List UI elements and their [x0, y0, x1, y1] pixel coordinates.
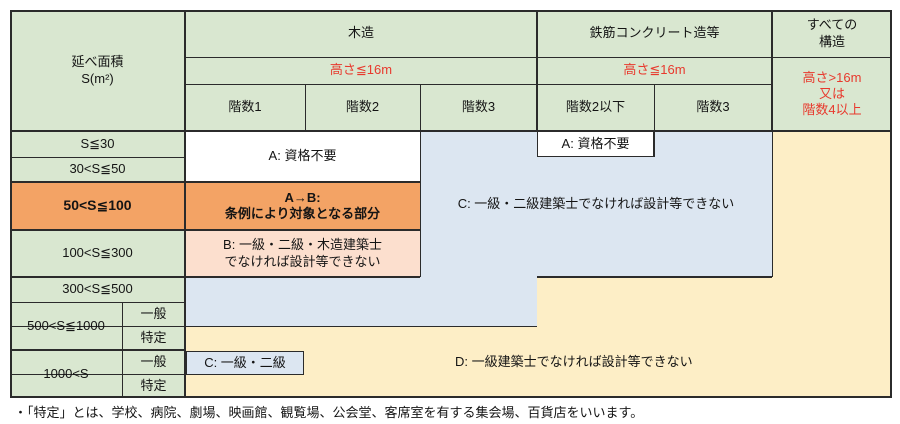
row-label-300-500: 300<S≦500 [62, 281, 133, 297]
vline-floors1-2 [305, 84, 306, 131]
height-limit-wood: 高さ≦16m [329, 62, 393, 78]
row-50-100-highlight [10, 182, 185, 230]
cell-ab-line2: 条例により対象となる部分 [224, 206, 381, 221]
row-label-50-100: 50<S≦100 [63, 197, 132, 214]
cell-a-wood-background [185, 131, 420, 182]
cell-a-rc: A: 資格不要 [561, 135, 630, 151]
vline-floors2-3 [420, 84, 421, 277]
hline-row5 [10, 302, 185, 303]
cell-b: B: 一級・二級・木造建築士 でなければ設計等できない [185, 230, 420, 277]
cell-c-small: C: 一級・二級 [204, 354, 286, 370]
row-label-1000-general: 一般 [140, 353, 167, 369]
border-top [10, 10, 892, 12]
row-label-30-50: 30<S≦50 [69, 161, 126, 177]
column-group-all: すべての 構造 [772, 10, 892, 57]
height-limit-all-line1: 高さ>16m [802, 69, 862, 85]
floors-wood-3: 階数3 [461, 99, 496, 115]
row-label-1000-specific: 特定 [140, 377, 167, 393]
row-label-500-1000-specific: 特定 [140, 329, 167, 345]
hline-row4-left [10, 276, 420, 278]
floors-rc-2under: 階数2以下 [565, 99, 626, 115]
border-right [890, 10, 892, 398]
column-group-all-line1: すべての [806, 17, 858, 33]
row-label-500-1000-general: 一般 [140, 305, 167, 321]
cell-b-line2: でなければ設計等できない [224, 253, 381, 269]
height-limit-all-line2: 又は [818, 85, 845, 101]
cell-d-large: D: 一級建築士でなければ設計等できない [455, 353, 693, 369]
hline-row4-right [537, 276, 772, 278]
column-group-all-line2: 構造 [818, 33, 845, 49]
cell-c-large: C: 一級・二級建築士でなければ設計等できない [457, 195, 735, 211]
border-bottom [10, 396, 892, 398]
hline-header-bottom [10, 130, 892, 132]
cell-ab-line1: A→B: [284, 189, 321, 205]
vline-rc2-rc3 [654, 84, 655, 157]
hline-row7 [10, 374, 185, 375]
cell-b-line1: B: 一級・二級・木造建築士 [223, 237, 382, 253]
area-header-line2: S(m²) [81, 70, 114, 86]
footnote: ・「特定」とは、学校、病院、劇場、映画館、観覧場、公会堂、客席室を有する集会場、… [14, 405, 644, 420]
cell-ab-background [185, 182, 420, 230]
vline-wood-rc [536, 10, 538, 131]
vline-rc-all-header [771, 10, 773, 131]
row-label-1000: 1000<S [43, 365, 89, 381]
header-background [10, 10, 892, 131]
floors-wood-1: 階数1 [228, 99, 262, 115]
height-limit-all-line3: 階数4以上 [802, 102, 862, 118]
qualification-table: 延べ面積 S(m²) 木造 鉄筋コンクリート造等 すべての 構造 高さ≦16m … [10, 10, 892, 398]
height-limit-all: 高さ>16m 又は 階数4以上 [772, 57, 892, 131]
border-left [10, 10, 12, 398]
floors-rc-3: 階数3 [696, 99, 730, 115]
hline-row1 [10, 157, 185, 158]
row-label-500-1000: 500<S≦1000 [27, 317, 105, 333]
vline-c-d-boundary [772, 131, 773, 277]
cell-b-background [185, 230, 420, 277]
cell-ab: A→B: 条例により対象となる部分 [185, 182, 420, 230]
hline-structure-row [185, 57, 892, 58]
hline-row6 [10, 349, 185, 351]
cell-a-wood: A: 資格不要 [268, 148, 337, 164]
vline-left-columns [184, 10, 186, 398]
hline-row2 [10, 181, 420, 183]
hline-height-row [185, 84, 772, 85]
column-group-wood: 木造 [347, 25, 374, 41]
height-limit-rc: 高さ≦16m [623, 62, 686, 78]
floors-wood-2: 階数2 [345, 99, 380, 115]
hline-row3 [10, 229, 420, 231]
area-header-line1: 延べ面積 [71, 54, 124, 70]
row-label-100-300: 100<S≦300 [62, 245, 133, 261]
left-column-background [10, 131, 185, 398]
column-group-rc: 鉄筋コンクリート造等 [589, 25, 720, 41]
row-label-s30: S≦30 [80, 135, 115, 151]
hline-c-bottom [10, 326, 537, 327]
area-header: 延べ面積 S(m²) [10, 10, 185, 131]
cell-c-small-box [186, 351, 304, 375]
region-c-lower [185, 277, 537, 326]
